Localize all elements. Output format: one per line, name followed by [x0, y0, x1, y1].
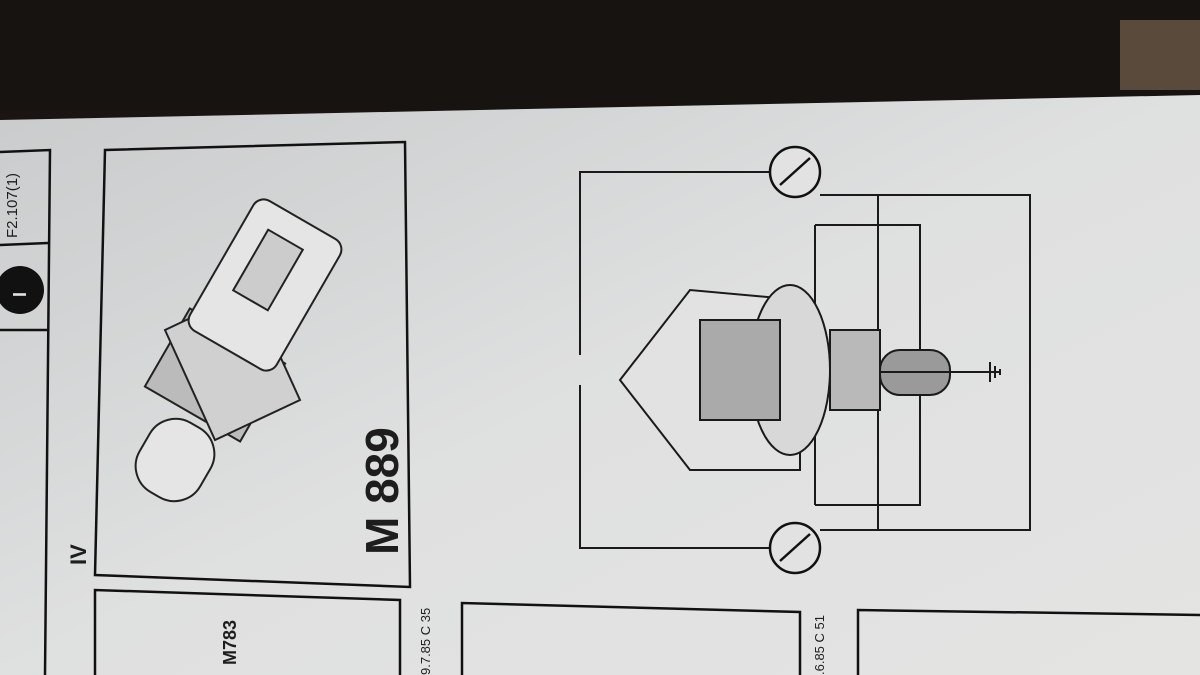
background-object	[1120, 20, 1200, 90]
temperature-sensor-icon	[134, 198, 343, 503]
callout-label: M783	[220, 619, 240, 665]
header-frame	[0, 148, 52, 675]
figure-code: 9.7.85 C 35	[418, 607, 433, 675]
dark-background	[0, 0, 1200, 110]
sensor-cutaway	[618, 284, 1000, 471]
bottom-figure-frames	[93, 588, 1200, 675]
section-symbol: I	[10, 291, 30, 297]
ohm-theta-gauge-icon	[768, 145, 822, 199]
section-symbol-circle	[0, 266, 44, 314]
part-number: M 889	[356, 427, 408, 555]
sensor-illustration-frame	[93, 140, 412, 589]
ohm-theta-gauge-icon	[768, 521, 822, 575]
figure-code: .6.85 C 51	[812, 615, 827, 675]
ground-icon	[989, 362, 1001, 382]
section-numeral: IV	[66, 544, 91, 565]
page-reference: F2.107(1)	[4, 172, 21, 238]
